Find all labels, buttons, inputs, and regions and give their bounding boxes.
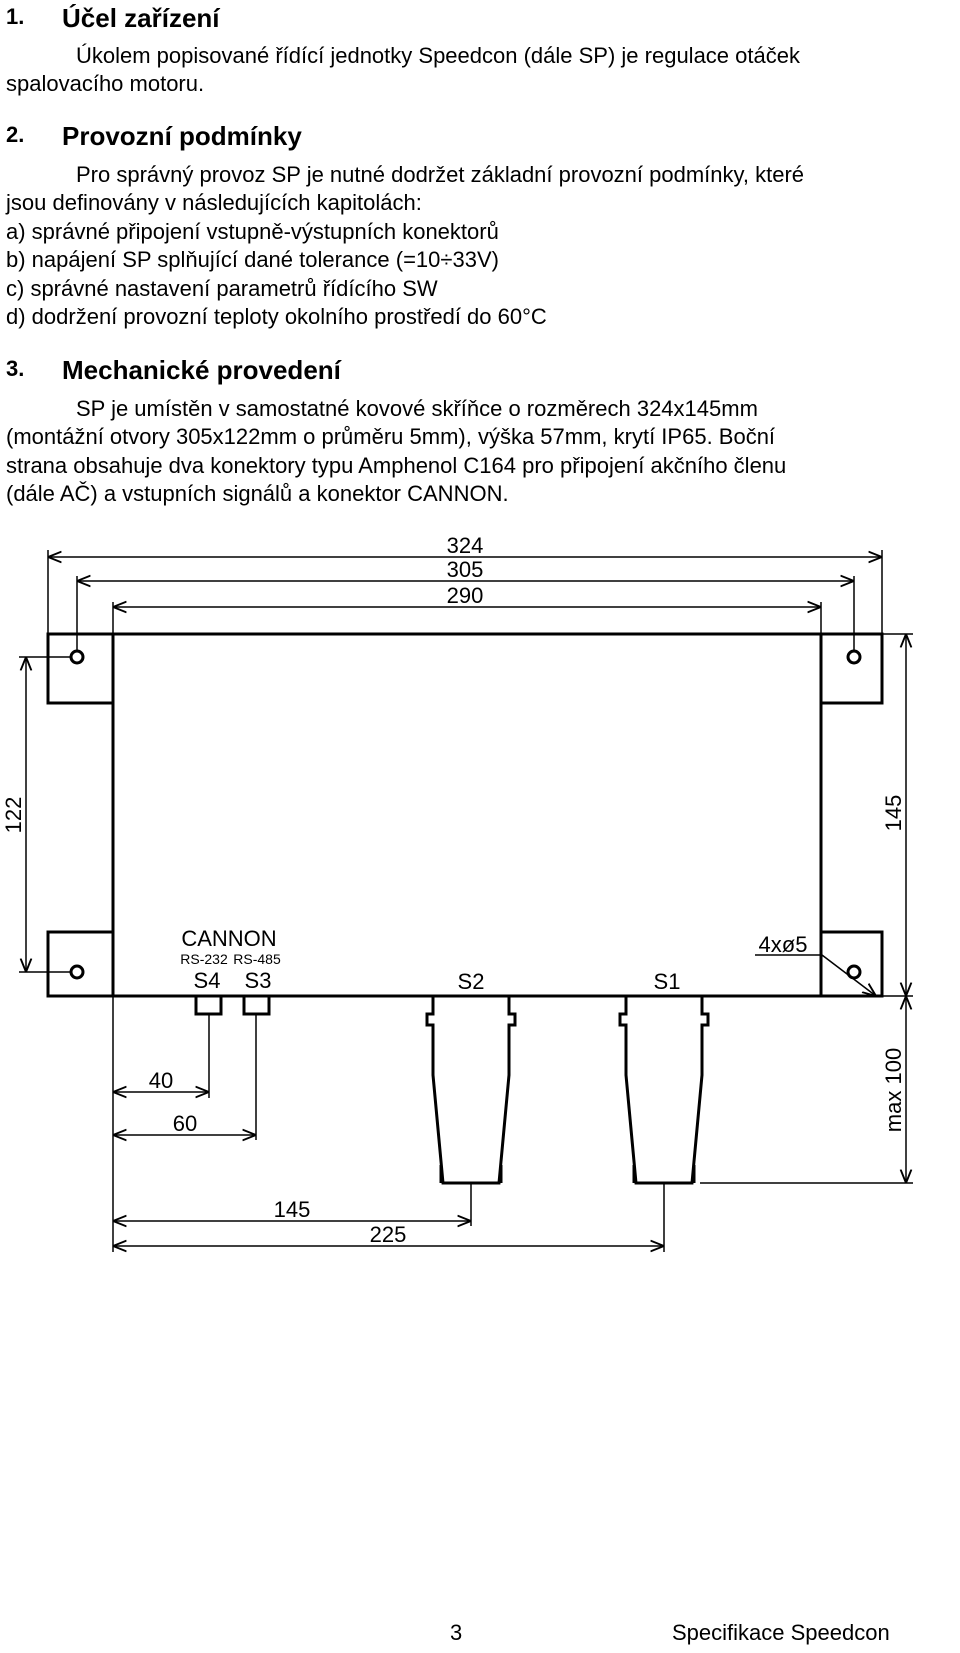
dim-label-290: 290 xyxy=(447,583,484,608)
label-s1: S1 xyxy=(654,969,681,994)
section-3-text-line-1: SP je umístěn v samostatné kovové skříňc… xyxy=(76,396,758,421)
flange-bottom-right xyxy=(819,930,884,998)
section-3-number: 3. xyxy=(6,356,25,381)
section-1-text-line-1: Úkolem popisované řídící jednotky Speedc… xyxy=(76,43,800,68)
holes-leader-line xyxy=(821,954,876,996)
dim-label-324: 324 xyxy=(447,533,484,558)
mounting-hole-top-left xyxy=(69,649,85,665)
condition-item-c: c) správné nastavení parametrů řídícího … xyxy=(6,276,438,301)
dim-label-max-100: max 100 xyxy=(881,1048,906,1132)
dim-label-225: 225 xyxy=(370,1222,407,1247)
section-1-number: 1. xyxy=(6,4,25,29)
section-3-text-line-2: (montážní otvory 305x122mm o průměru 5mm… xyxy=(6,424,776,449)
connector-s2 xyxy=(425,996,517,1185)
label-s3: S3 xyxy=(245,968,272,993)
dim-label-60: 60 xyxy=(173,1111,197,1136)
section-3-title: Mechanické provedení xyxy=(62,355,341,385)
label-rs232: RS-232 xyxy=(180,951,228,967)
footer-document-title: Specifikace Speedcon xyxy=(672,1620,890,1645)
condition-item-b: b) napájení SP splňující dané tolerance … xyxy=(6,247,499,272)
connector-s4 xyxy=(194,994,223,1016)
flange-bottom-left xyxy=(46,930,115,998)
label-holes: 4xø5 xyxy=(759,932,808,957)
dim-label-145-height: 145 xyxy=(881,795,906,832)
dim-label-122: 122 xyxy=(1,797,26,834)
label-cannon: CANNON xyxy=(181,926,276,951)
condition-item-a: a) správné připojení vstupně-výstupních … xyxy=(6,219,499,244)
mounting-hole-top-right xyxy=(846,649,862,665)
section-2-text-line-1: Pro správný provoz SP je nutné dodržet z… xyxy=(76,162,805,187)
label-s2: S2 xyxy=(458,969,485,994)
section-1-title: Účel zařízení xyxy=(62,3,220,33)
flange-top-right xyxy=(819,632,884,705)
dim-label-145-width: 145 xyxy=(274,1197,311,1222)
section-3-text-line-4: (dále AČ) a vstupních signálů a konektor… xyxy=(6,481,509,506)
condition-item-d: d) dodržení provozní teploty okolního pr… xyxy=(6,304,547,329)
label-rs485: RS-485 xyxy=(233,951,281,967)
flange-top-left xyxy=(46,632,115,705)
page-number: 3 xyxy=(450,1620,463,1645)
dim-label-305: 305 xyxy=(447,557,484,582)
section-2-title: Provozní podmínky xyxy=(62,121,302,151)
section-1-text-line-2: spalovacího motoru. xyxy=(6,71,205,96)
enclosure-body xyxy=(111,632,823,998)
section-2-number: 2. xyxy=(6,122,25,147)
section-3-text-line-3: strana obsahuje dva konektory typu Amphe… xyxy=(6,453,787,478)
section-2-text-line-2: jsou definovány v následujících kapitolá… xyxy=(6,190,422,215)
connector-s3 xyxy=(242,994,271,1016)
dim-label-40: 40 xyxy=(149,1068,173,1093)
mounting-hole-bottom-right xyxy=(846,964,862,980)
mounting-hole-bottom-left xyxy=(69,964,85,980)
label-s4: S4 xyxy=(194,968,221,993)
connector-s1 xyxy=(618,996,710,1185)
